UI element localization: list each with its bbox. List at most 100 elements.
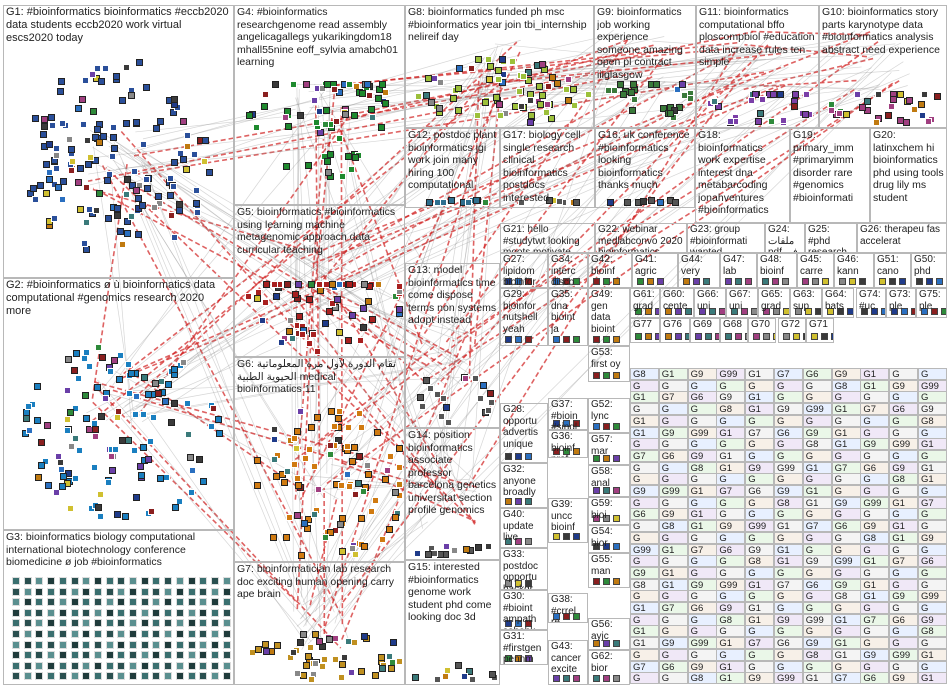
tiny-group-cell[interactable]: G99 [860,497,889,509]
vertex[interactable] [59,483,66,490]
vertex[interactable] [152,577,160,585]
vertex[interactable] [306,296,313,303]
vertex[interactable] [322,534,329,541]
tiny-group-cell[interactable]: G [803,508,832,520]
tiny-group-cell[interactable]: G1 [918,473,947,485]
tiny-group-cell[interactable]: G [860,661,889,673]
tiny-group-cell[interactable]: G [688,380,717,392]
tiny-group-cell[interactable]: G9 [716,520,745,532]
vertex[interactable] [122,513,129,520]
tiny-group-cell[interactable]: G1 [745,579,774,591]
vertex[interactable] [180,118,187,125]
vertex[interactable] [254,482,261,489]
group-box-g47[interactable]: G47: lab [720,253,757,288]
vertex[interactable] [293,445,300,452]
vertex[interactable] [573,533,580,540]
tiny-group-cell[interactable]: G8 [803,649,832,661]
vertex[interactable] [388,665,395,672]
group-box-g69[interactable]: G69 [690,318,720,343]
vertex[interactable] [47,641,55,649]
tiny-group-cell[interactable]: G [889,415,918,427]
vertex[interactable] [253,124,260,131]
vertex[interactable] [129,609,137,617]
tiny-group-cell[interactable]: G [832,661,861,673]
tiny-group-cell[interactable]: G8 [860,532,889,544]
vertex[interactable] [71,609,79,617]
vertex[interactable] [223,598,231,606]
vertex[interactable] [375,95,382,102]
vertex[interactable] [211,630,219,638]
vertex[interactable] [71,662,79,670]
tiny-group-cell[interactable]: G [860,625,889,637]
vertex[interactable] [199,672,207,680]
group-box-g33[interactable]: G33: postdoc opportu backgr [500,548,548,590]
vertex[interactable] [329,281,336,288]
vertex[interactable] [828,107,835,114]
tiny-group-cell[interactable]: G [630,532,659,544]
tiny-group-cell[interactable]: G1 [716,450,745,462]
group-box-g12[interactable]: G12: postdoc plant bioinformatics jgi wo… [405,128,500,208]
tiny-group-cell[interactable]: G [630,555,659,567]
vertex[interactable] [326,636,333,643]
vertex[interactable] [24,662,32,670]
vertex[interactable] [55,184,62,191]
vertex[interactable] [133,119,140,126]
vertex[interactable] [369,114,376,121]
tiny-group-cell[interactable]: G9 [803,637,832,649]
vertex[interactable] [223,662,231,670]
vertex[interactable] [110,124,117,131]
vertex[interactable] [392,514,399,521]
tiny-group-cell[interactable]: G99 [918,380,947,392]
group-box-g36[interactable]: G36: bioinf prof [548,430,588,458]
tiny-group-cell[interactable]: G [889,450,918,462]
vertex[interactable] [176,641,184,649]
vertex[interactable] [71,588,79,596]
vertex[interactable] [82,672,90,680]
vertex[interactable] [812,278,819,285]
tiny-group-cell[interactable]: G [630,497,659,509]
tiny-group-cell[interactable]: G8 [630,579,659,591]
vertex[interactable] [272,81,279,88]
tiny-group-cell[interactable]: G8 [889,473,918,485]
vertex[interactable] [493,94,500,101]
vertex[interactable] [76,447,83,454]
vertex[interactable] [12,577,20,585]
vertex[interactable] [607,199,614,206]
vertex[interactable] [346,81,353,88]
tiny-group-cell[interactable]: G [716,567,745,579]
tiny-group-cell[interactable]: G1 [918,649,947,661]
vertex[interactable] [897,91,904,98]
vertex[interactable] [24,651,32,659]
vertex[interactable] [38,439,45,446]
vertex[interactable] [635,333,642,340]
vertex[interactable] [91,464,98,471]
vertex[interactable] [527,119,534,126]
tiny-group-cell[interactable]: G [774,602,803,614]
vertex[interactable] [657,199,664,206]
vertex[interactable] [188,619,196,627]
vertex[interactable] [59,588,67,596]
tiny-group-cell[interactable]: G [889,368,918,380]
tiny-group-cell[interactable]: G7 [803,520,832,532]
tiny-group-cell[interactable]: G [860,602,889,614]
tiny-group-cell[interactable]: G1 [918,438,947,450]
vertex[interactable] [117,662,125,670]
vertex[interactable] [199,641,207,649]
vertex[interactable] [82,641,90,649]
vertex[interactable] [47,609,55,617]
group-box-g30[interactable]: G30: #bioint ampath sabahk [500,590,548,630]
tiny-group-cell[interactable]: G1 [716,672,745,684]
vertex[interactable] [68,167,75,174]
tiny-group-cell[interactable]: G9 [803,427,832,439]
tiny-group-cell[interactable]: G [745,625,774,637]
vertex[interactable] [114,205,121,212]
group-box-g53[interactable]: G53: first oy [588,346,630,382]
vertex[interactable] [148,508,155,515]
vertex[interactable] [53,152,60,159]
vertex[interactable] [630,81,637,88]
vertex[interactable] [382,100,389,107]
vertex[interactable] [223,588,231,596]
vertex[interactable] [936,278,943,285]
vertex[interactable] [64,416,71,423]
group-box-g42[interactable]: G42: bioinf [588,253,632,288]
